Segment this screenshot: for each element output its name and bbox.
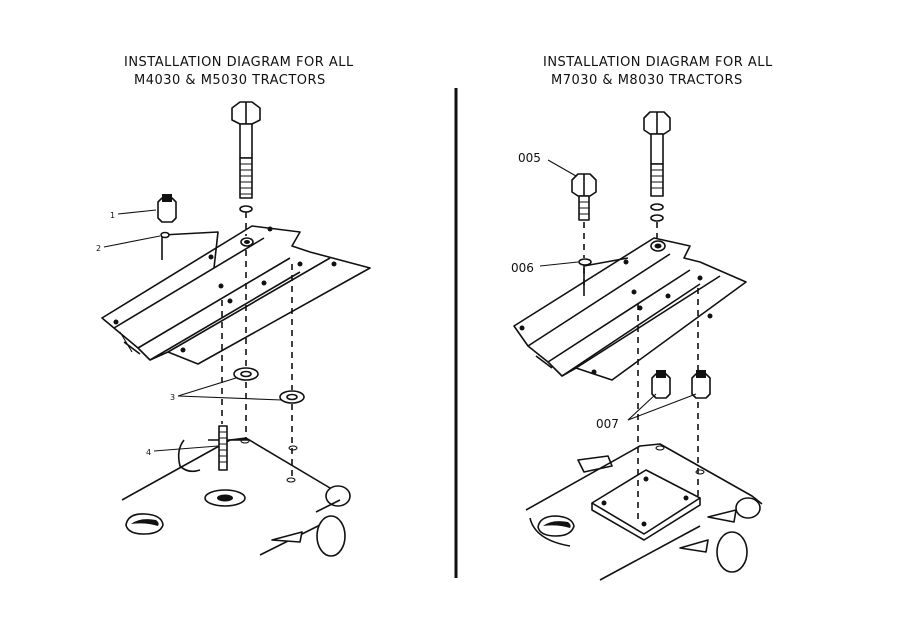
left-tractor-deck <box>121 437 351 557</box>
right-spacers <box>651 370 711 399</box>
left-bolt <box>231 101 261 213</box>
left-title-line2: M4030 & M5030 TRACTORS <box>134 73 326 88</box>
right-title-line2: M7030 & M8030 TRACTORS <box>551 73 743 88</box>
left-washers <box>233 367 305 404</box>
deck-cutout <box>125 513 164 535</box>
right-tractor-deck <box>525 443 763 581</box>
left-assembly: 1 2 3 4 <box>96 101 371 557</box>
right-assembly: 005 006 007 <box>511 111 763 581</box>
callout-006: 006 <box>511 261 534 275</box>
left-wheel-front <box>316 515 346 557</box>
right-small-bolt <box>571 173 597 266</box>
left-bracket-plate <box>101 225 371 365</box>
callout-007: 007 <box>596 417 619 431</box>
callout-005: 005 <box>518 151 541 165</box>
left-stud <box>218 425 228 471</box>
callout-2: 2 <box>96 244 101 253</box>
callout-4: 4 <box>146 448 151 457</box>
left-nut <box>157 194 177 239</box>
callout-3: 3 <box>170 393 175 402</box>
callout-1: 1 <box>110 211 115 220</box>
left-title-line1: INSTALLATION DIAGRAM FOR ALL <box>124 55 354 70</box>
right-big-bolt <box>643 111 671 222</box>
right-title-line1: INSTALLATION DIAGRAM FOR ALL <box>543 55 773 70</box>
left-wheel-rear <box>325 485 351 507</box>
right-bracket-plate <box>513 237 747 381</box>
